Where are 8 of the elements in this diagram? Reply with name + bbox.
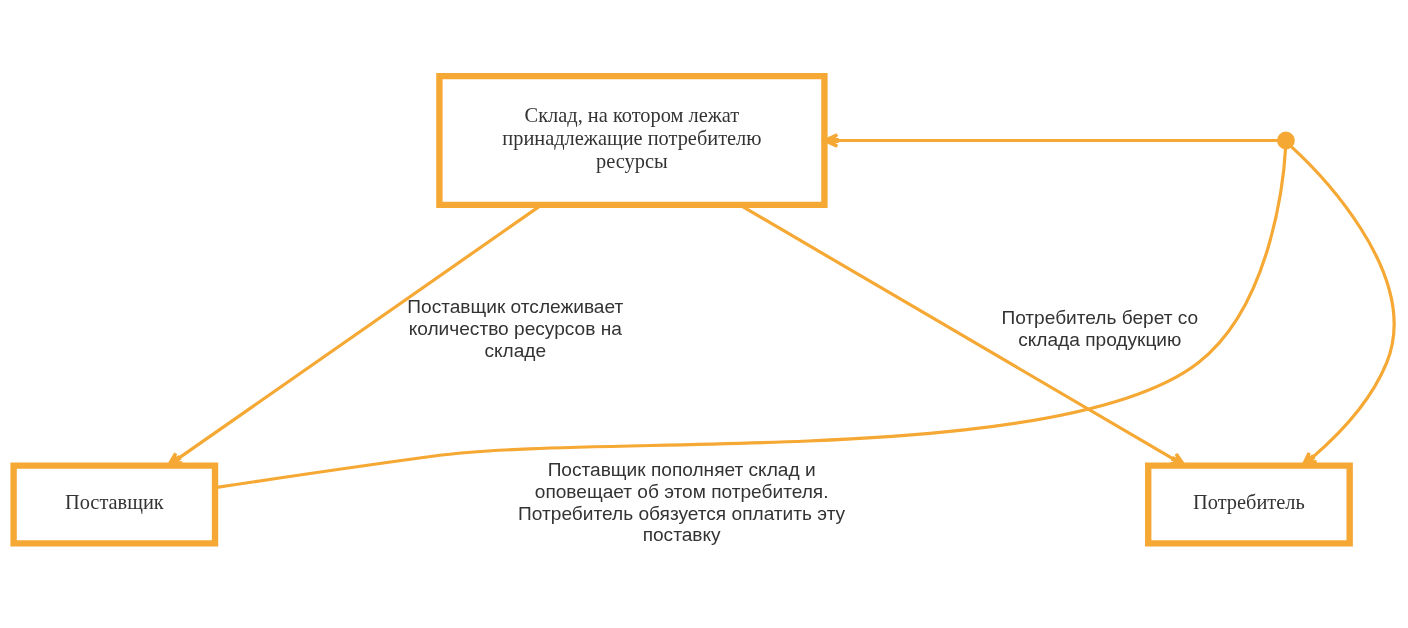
node-box: Склад, на котором лежат принадлежащие потребителю ресурсы: [436, 72, 828, 208]
edge-label: Потребитель берет со склада продукцию: [1001, 306, 1199, 350]
node-box: Потребитель: [1145, 461, 1353, 547]
node-box: Поставщик: [10, 461, 219, 547]
node-circle: [1277, 131, 1295, 149]
label: Поставщик пополняет склад и оповещает об этом потребителя. Потребитель обязуется оплатить эту поставку: [518, 458, 846, 545]
arrow: [822, 132, 1281, 148]
edge-label: Поставщик отслеживает количество ресурсов на складе: [407, 295, 624, 361]
